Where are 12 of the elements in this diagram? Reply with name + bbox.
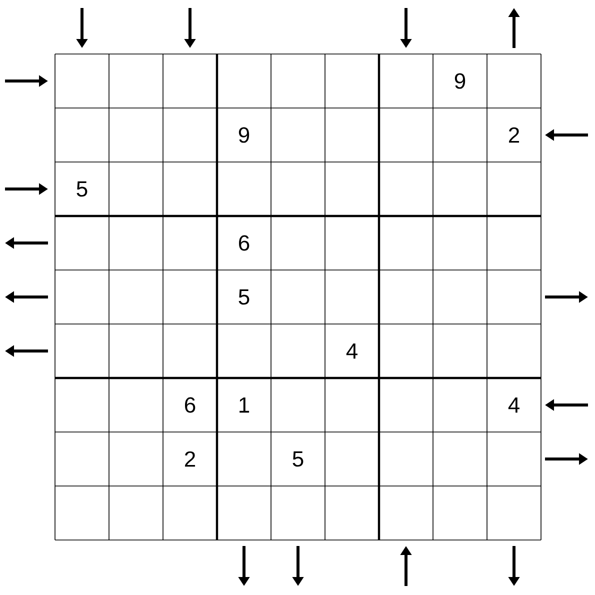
- digit: 4: [508, 397, 520, 413]
- digit: 6: [185, 397, 196, 413]
- digit: 2: [509, 127, 520, 143]
- digit: 9: [454, 73, 466, 89]
- digit: 5: [292, 451, 304, 467]
- digit: 6: [239, 235, 250, 251]
- digit: 9: [238, 127, 250, 143]
- digit: 1: [240, 397, 250, 413]
- digit: 2: [185, 451, 196, 467]
- digit: 5: [238, 289, 250, 305]
- digit: 4: [346, 343, 358, 359]
- digit: 5: [76, 181, 88, 197]
